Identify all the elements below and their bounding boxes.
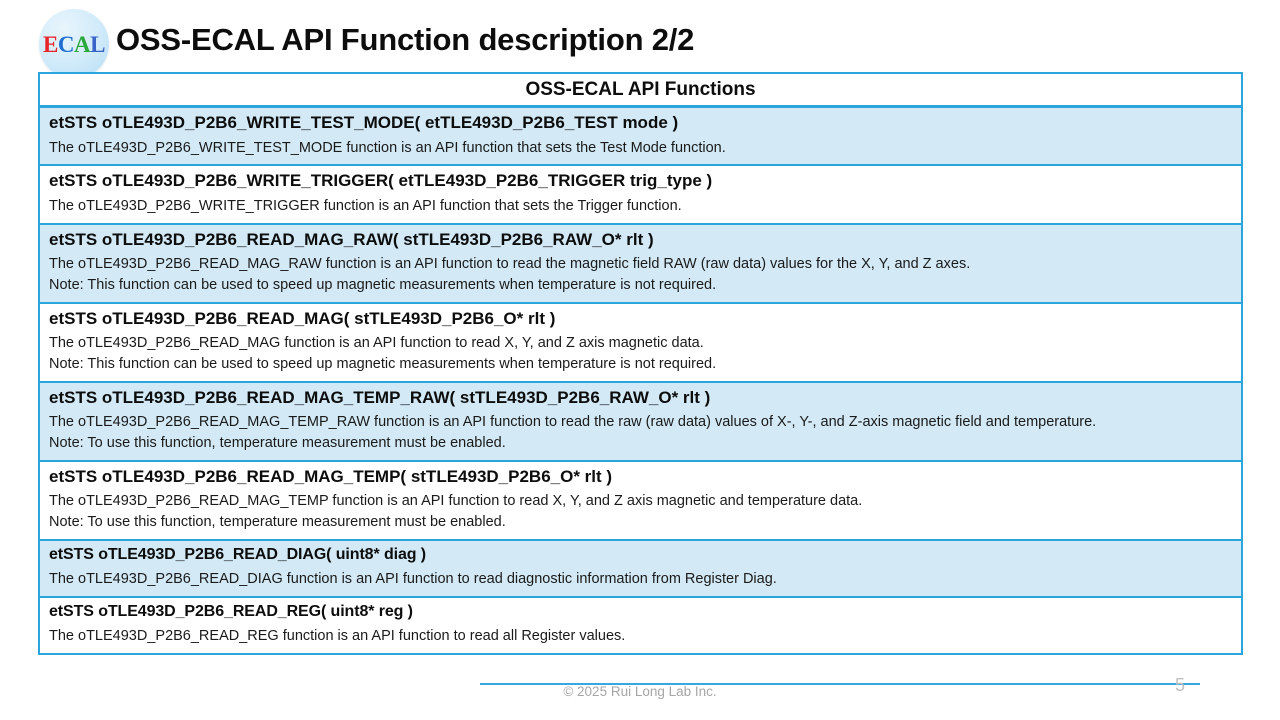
logo-letter-a: A: [74, 31, 91, 57]
function-description: The oTLE493D_P2B6_READ_MAG_TEMP function…: [40, 490, 1241, 538]
description-line: Note: This function can be used to speed…: [49, 355, 717, 372]
function-description: The oTLE493D_P2B6_READ_MAG function is a…: [40, 332, 1241, 380]
description-line: Note: This function can be used to speed…: [49, 276, 717, 293]
ecal-logo: ECAL: [39, 9, 109, 79]
table-row: etSTS oTLE493D_P2B6_READ_MAG_TEMP_RAW( s…: [40, 382, 1241, 462]
logo-letter-c: C: [57, 31, 75, 57]
logo-letter-e: E: [43, 31, 58, 57]
footer-divider: [480, 683, 1200, 685]
description-line: The oTLE493D_P2B6_READ_MAG_RAW function …: [49, 256, 971, 273]
table-caption-label: OSS-ECAL API Functions: [525, 78, 756, 100]
function-signature: etSTS oTLE493D_P2B6_READ_MAG( stTLE493D_…: [49, 308, 556, 328]
function-description: The oTLE493D_P2B6_WRITE_TRIGGER function…: [40, 195, 1241, 223]
function-signature: etSTS oTLE493D_P2B6_READ_MAG_TEMP( stTLE…: [49, 466, 613, 486]
table-caption-row: OSS-ECAL API Functions: [40, 74, 1241, 108]
function-signature: etSTS oTLE493D_P2B6_READ_MAG_RAW( stTLE4…: [49, 229, 654, 249]
table-body: etSTS oTLE493D_P2B6_WRITE_TEST_MODE( etT…: [40, 108, 1241, 653]
function-signature: etSTS oTLE493D_P2B6_WRITE_TRIGGER( etTLE…: [49, 171, 713, 191]
function-description: The oTLE493D_P2B6_READ_MAG_RAW function …: [40, 253, 1241, 301]
table-row: etSTS oTLE493D_P2B6_WRITE_TEST_MODE( etT…: [40, 108, 1241, 167]
function-description: The oTLE493D_P2B6_READ_MAG_TEMP_RAW func…: [40, 411, 1241, 459]
page-number: 5: [1174, 675, 1185, 695]
table-row: etSTS oTLE493D_P2B6_READ_REG( uint8* reg…: [40, 597, 1241, 653]
description-line: The oTLE493D_P2B6_READ_REG function is a…: [49, 628, 626, 645]
slide-header: ECAL OSS-ECAL API Function description 2…: [0, 0, 1280, 79]
page-title: OSS-ECAL API Function description 2/2: [116, 22, 695, 57]
description-line: The oTLE493D_P2B6_READ_DIAG function is …: [49, 571, 777, 588]
description-line: The oTLE493D_P2B6_WRITE_TEST_MODE functi…: [49, 139, 726, 156]
function-description: The oTLE493D_P2B6_READ_DIAG function is …: [40, 568, 1241, 596]
table-row: etSTS oTLE493D_P2B6_READ_DIAG( uint8* di…: [40, 540, 1241, 598]
description-line: Note: To use this function, temperature …: [49, 513, 506, 530]
function-description: The oTLE493D_P2B6_READ_REG function is a…: [40, 625, 1241, 653]
function-signature: etSTS oTLE493D_P2B6_WRITE_TEST_MODE( etT…: [49, 113, 679, 132]
table-row: etSTS oTLE493D_P2B6_WRITE_TRIGGER( etTLE…: [40, 166, 1241, 225]
table-row: etSTS oTLE493D_P2B6_READ_MAG_TEMP( stTLE…: [40, 461, 1241, 541]
table-row: etSTS oTLE493D_P2B6_READ_MAG_RAW( stTLE4…: [40, 224, 1241, 304]
function-signature: etSTS oTLE493D_P2B6_READ_DIAG( uint8* di…: [49, 545, 427, 563]
description-line: The oTLE493D_P2B6_WRITE_TRIGGER function…: [49, 197, 682, 214]
description-line: Note: To use this function, temperature …: [49, 434, 506, 451]
description-line: The oTLE493D_P2B6_READ_MAG_TEMP function…: [49, 493, 863, 510]
table-row: etSTS oTLE493D_P2B6_READ_MAG( stTLE493D_…: [40, 303, 1241, 383]
api-functions-table: OSS-ECAL API Functions etSTS oTLE493D_P2…: [38, 72, 1243, 655]
footer-copyright: © 2025 Rui Long Lab Inc.: [563, 684, 717, 699]
logo-letter-l: L: [90, 31, 105, 57]
function-signature: etSTS oTLE493D_P2B6_READ_REG( uint8* reg…: [49, 602, 413, 620]
function-description: The oTLE493D_P2B6_WRITE_TEST_MODE functi…: [40, 137, 1241, 165]
function-signature: etSTS oTLE493D_P2B6_READ_MAG_TEMP_RAW( s…: [49, 387, 711, 407]
description-line: The oTLE493D_P2B6_READ_MAG_TEMP_RAW func…: [49, 414, 1097, 431]
description-line: The oTLE493D_P2B6_READ_MAG function is a…: [49, 335, 704, 352]
ecal-logo-text: ECAL: [43, 33, 105, 56]
